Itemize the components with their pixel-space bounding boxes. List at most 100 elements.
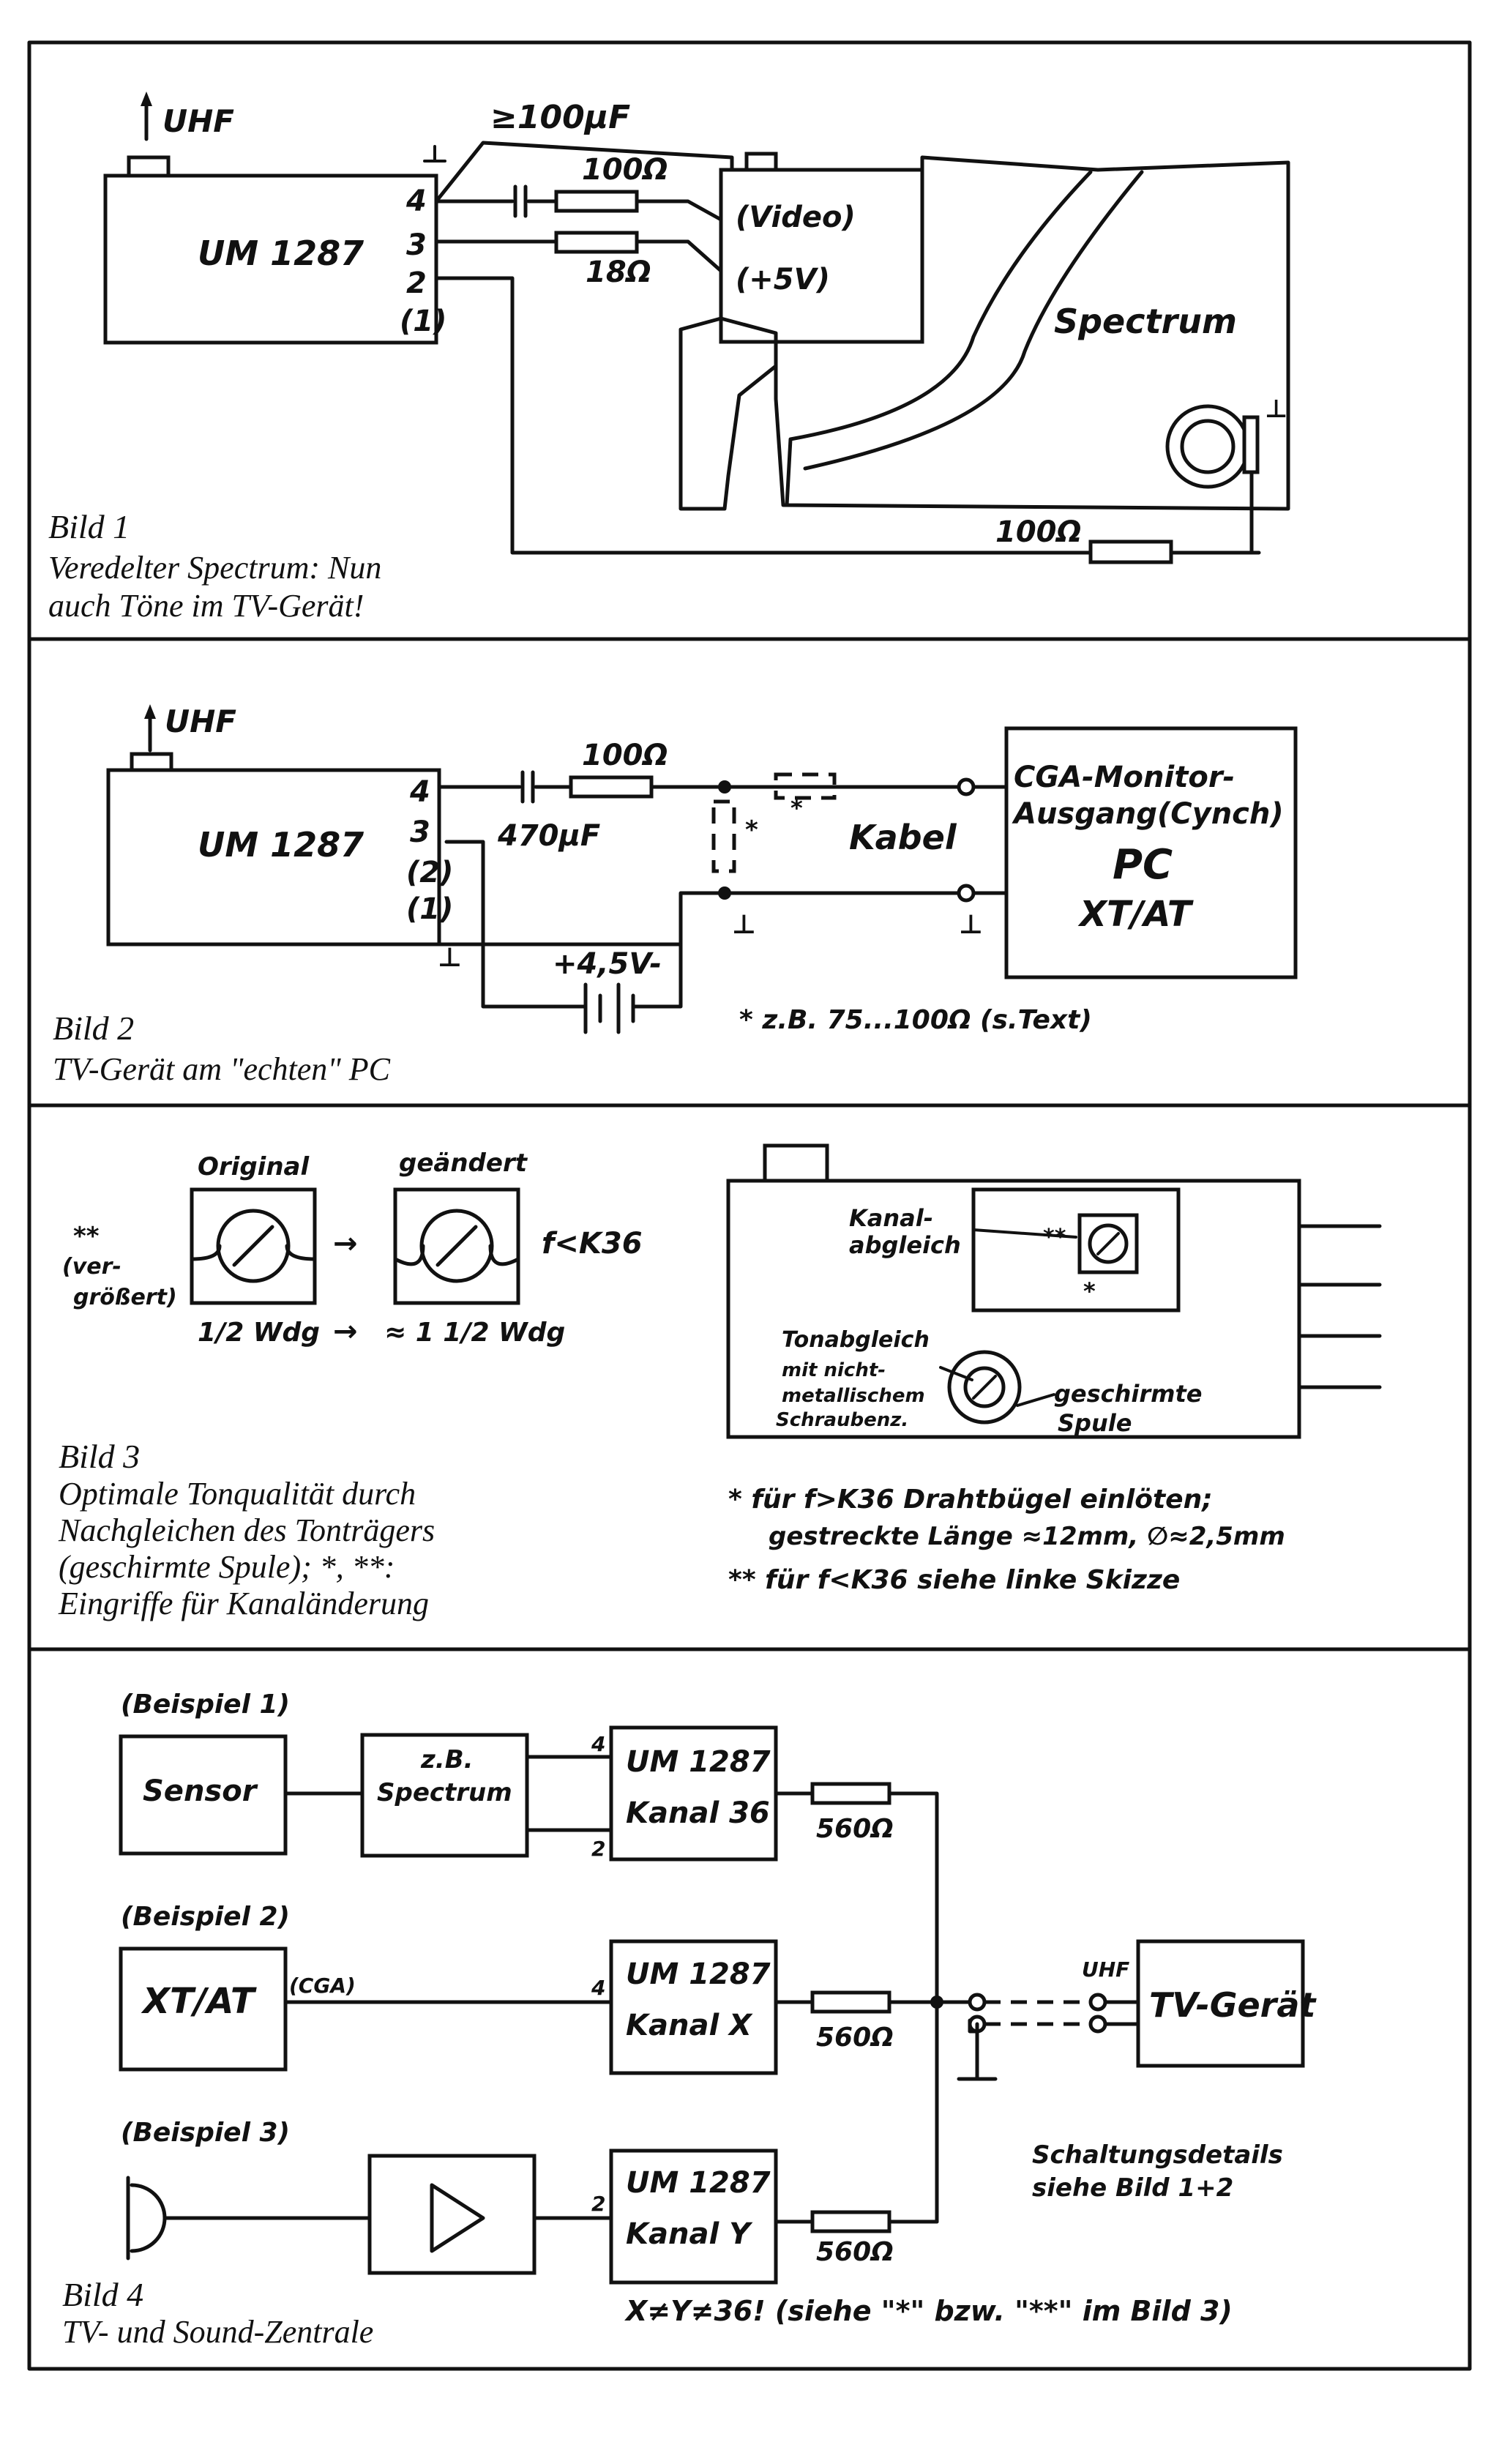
tuner-connector	[763, 1143, 829, 1183]
outer-frame	[27, 40, 1472, 2371]
resistor-label: 18Ω	[586, 255, 651, 289]
figure-title: Bild 1	[48, 508, 130, 545]
spule-label: geschirmte	[1054, 1380, 1203, 1408]
star-label: *	[790, 794, 803, 822]
channel-label: Kanal Y	[626, 2217, 753, 2251]
caption-line: (geschirmte Spule); *, **:	[59, 1549, 395, 1585]
spectrum-label: Spectrum	[377, 1778, 512, 1807]
ton-label: Tonabgleich	[782, 1327, 930, 1353]
coil-winding	[393, 1244, 520, 1266]
caption-line: TV- und Sound-Zentrale	[62, 2314, 373, 2350]
wire	[631, 942, 683, 1009]
pin-label: 4	[591, 1732, 605, 1756]
channel-note: X≠Y≠36! (siehe "*" bzw. "**" im Bild 3)	[624, 2295, 1233, 2327]
uhf-label: UHF	[1082, 1957, 1129, 1982]
resistor-label: 100Ω	[582, 153, 668, 187]
enlarged-label: (ver-	[62, 1254, 122, 1280]
battery-label: +4,5V-	[553, 947, 662, 981]
tv-label: TV-Gerät	[1149, 1985, 1317, 2025]
shielded-coil	[947, 1350, 1022, 1425]
resistor-label: 100Ω	[582, 739, 668, 772]
pin-label: (1)	[406, 892, 453, 926]
footnote: * z.B. 75...100Ω (s.Text)	[739, 1005, 1092, 1035]
pc-label: PC	[1113, 841, 1173, 889]
zb-label: z.B.	[420, 1745, 474, 1774]
ground-symbol	[957, 2018, 998, 2081]
enlarged-label: größert)	[73, 1285, 177, 1310]
xtat-box	[119, 1946, 288, 2072]
ton-label: metallischem	[782, 1385, 925, 1407]
modulator-box	[103, 173, 438, 345]
caption-line: TV-Gerät am "echten" PC	[53, 1051, 391, 1087]
modulator-box	[106, 768, 441, 947]
resistor-100	[554, 190, 639, 213]
channel-label: Kanal 36	[626, 1796, 770, 1830]
coil-winding	[190, 1244, 317, 1261]
speaker-icon	[1180, 419, 1236, 474]
coil-slot	[232, 1225, 274, 1267]
resistor-100b	[1088, 540, 1173, 564]
spectrum-edge	[785, 170, 1093, 507]
optional-part	[774, 772, 837, 800]
pointer-line	[972, 1228, 1077, 1239]
caption-line: Veredelter Spectrum: Nun	[48, 550, 381, 586]
pin-label: 2	[591, 1837, 605, 1861]
freq-label: f<K36	[542, 1227, 643, 1261]
resistor-label: 100Ω	[995, 515, 1082, 549]
ground-symbol: ⊥	[1265, 395, 1287, 424]
capacitor-label: 470μF	[497, 819, 600, 853]
modulator-label: UM 1287	[198, 825, 364, 865]
arrow: →	[333, 1227, 358, 1261]
figure-2: UHF UM 1287 4 3 (2) (1) ⊥ 470μF 100Ω * *…	[53, 703, 1298, 1087]
figure-1: UHF UM 1287 4 3 2 (1) ≥100μF 100Ω 18Ω (V…	[48, 92, 1290, 624]
ground-symbol: ⊥	[438, 943, 462, 973]
cga-label: (CGA)	[289, 1974, 356, 1998]
ton-label: mit nicht-	[782, 1359, 886, 1381]
caption-line: Optimale Tonqualität durch	[59, 1476, 416, 1512]
resistor-560	[810, 1990, 891, 2014]
power-label: (+5V)	[736, 263, 830, 296]
uhf-arrowhead	[144, 704, 156, 719]
caption-line: auch Töne im TV-Gerät!	[48, 588, 364, 624]
pin-label: 2	[591, 2192, 605, 2216]
coil-slot	[436, 1225, 478, 1267]
resistor-label: 560Ω	[816, 1814, 894, 1844]
resistor-label: 560Ω	[816, 2237, 894, 2267]
details-label: siehe Bild 1+2	[1032, 2173, 1233, 2203]
microphone-icon	[130, 2183, 167, 2253]
spectrum-socket	[719, 168, 924, 344]
arrow: →	[333, 1315, 358, 1348]
termination-resistor	[711, 799, 736, 873]
capacitor-label: ≥100μF	[490, 99, 630, 136]
coil-slot	[972, 1375, 997, 1400]
spectrum-box	[360, 1733, 529, 1858]
kanal-label: Kanal-	[849, 1204, 933, 1232]
ton-label: Schraubenz.	[776, 1409, 908, 1431]
figure-title: Bild 4	[62, 2276, 143, 2313]
pin-label: 4	[409, 775, 430, 809]
figure-title: Bild 2	[53, 1009, 134, 1047]
amplifier-icon	[430, 2183, 485, 2253]
resistor-560	[810, 2210, 891, 2233]
pin-label: 3	[406, 228, 427, 262]
battery-wire	[444, 840, 558, 1009]
modulator-3	[609, 2148, 778, 2285]
coil-screw	[963, 1366, 1006, 1408]
details-label: Schaltungsdetails	[1032, 2140, 1283, 2170]
pointer-line	[939, 1366, 973, 1381]
star-label: *	[1083, 1277, 1096, 1305]
resistor-label: 560Ω	[816, 2023, 894, 2053]
wire	[635, 199, 723, 222]
pointer-line	[1016, 1393, 1055, 1407]
pin-label: 2	[406, 266, 427, 300]
bus-wire	[887, 1791, 939, 2224]
uhf-label: UHF	[162, 103, 234, 139]
figure-4: (Beispiel 1) Sensor z.B. Spectrum 4 2 UM…	[62, 1690, 1317, 2350]
monitor-label: CGA-Monitor-	[1014, 761, 1235, 794]
example-label: (Beispiel 3)	[121, 2118, 290, 2148]
turns-label: ≈ 1 1/2 Wdg	[384, 1318, 565, 1348]
module-label: UM 1287	[626, 1957, 771, 1991]
speaker-icon	[1165, 404, 1250, 489]
